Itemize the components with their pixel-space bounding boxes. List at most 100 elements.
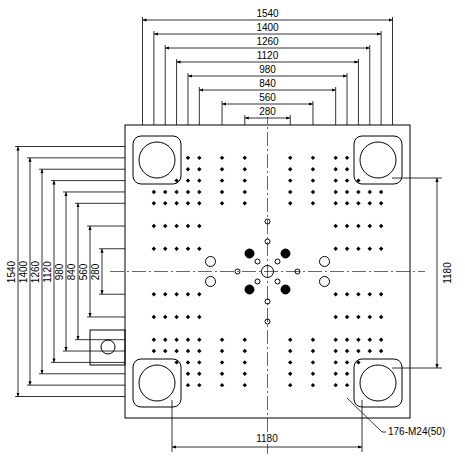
callout-label: 176-M24(50) [387, 427, 446, 437]
tapped-hole [368, 190, 372, 194]
dimension-line [143, 20, 393, 21]
tapped-hole [163, 190, 167, 194]
tapped-hole [220, 383, 224, 387]
extension-line [187, 73, 188, 125]
tapped-hole [368, 349, 372, 353]
tapped-hole [356, 315, 360, 319]
dimension-label: 560 [258, 93, 277, 103]
tapped-hole [288, 190, 292, 194]
tapped-hole [288, 201, 292, 205]
extension-line [15, 396, 125, 397]
tapped-hole [311, 349, 315, 353]
locating-ring-hole [262, 266, 274, 278]
extension-line [39, 373, 125, 374]
tapped-hole [333, 372, 337, 376]
tapped-hole [379, 224, 383, 228]
tapped-hole [220, 190, 224, 194]
tapped-hole [288, 178, 292, 182]
tapped-hole [333, 247, 337, 251]
tapped-hole [333, 178, 337, 182]
tapped-hole [333, 292, 337, 296]
extension-line [87, 316, 125, 317]
tapped-hole [288, 337, 292, 341]
extension-line [63, 351, 125, 352]
tapped-hole [174, 224, 178, 228]
tapped-hole [163, 349, 167, 353]
tapped-hole [152, 190, 156, 194]
dimension-label: 1260 [31, 259, 41, 283]
tapped-hole [163, 292, 167, 296]
tapped-hole [186, 190, 190, 194]
tapped-hole [288, 372, 292, 376]
tapped-hole [197, 337, 201, 341]
tapped-hole [311, 383, 315, 387]
tapped-hole [333, 349, 337, 353]
tapped-hole [356, 247, 360, 251]
extension-line [75, 339, 125, 340]
tapped-hole [311, 190, 315, 194]
dimension-label: 1540 [255, 9, 279, 19]
tapped-hole [186, 224, 190, 228]
tapped-hole [197, 247, 201, 251]
tapped-hole [243, 360, 247, 364]
tapped-hole [163, 315, 167, 319]
small-hole [265, 319, 270, 324]
tapped-hole [345, 383, 349, 387]
tapped-hole [345, 372, 349, 376]
extension-line [27, 157, 125, 158]
dimension-line [154, 34, 381, 35]
extension-line [27, 385, 125, 386]
tapped-hole [243, 337, 247, 341]
tapped-hole [356, 360, 360, 364]
extension-line [392, 17, 393, 125]
small-hole [255, 259, 260, 264]
tapped-hole [220, 360, 224, 364]
tapped-hole [197, 372, 201, 376]
extension-line [199, 87, 200, 125]
ejector-rod-hole [206, 257, 216, 267]
extension-line [39, 169, 125, 170]
tapped-hole [243, 190, 247, 194]
center-line [267, 110, 268, 455]
leader-line [347, 398, 382, 432]
extension-line [392, 178, 442, 179]
tapped-hole [368, 337, 372, 341]
tapped-hole [197, 349, 201, 353]
extension-line [222, 101, 223, 125]
tapped-hole [152, 292, 156, 296]
tapped-hole [345, 337, 349, 341]
tapped-hole [220, 349, 224, 353]
tapped-hole [243, 156, 247, 160]
tie-bar [139, 365, 175, 401]
tapped-hole [356, 178, 360, 182]
tapped-hole [186, 178, 190, 182]
tapped-hole [220, 156, 224, 160]
extension-line [290, 115, 291, 125]
tapped-hole [288, 349, 292, 353]
tapped-hole [368, 292, 372, 296]
dimension-label: 1180 [443, 261, 453, 285]
tapped-hole [379, 292, 383, 296]
tapped-hole [163, 247, 167, 251]
ejector-rod-hole [320, 257, 330, 267]
small-hole [265, 299, 270, 304]
tapped-hole [220, 167, 224, 171]
tapped-hole [311, 360, 315, 364]
dimension-label: 840 [258, 79, 277, 89]
tapped-hole [345, 167, 349, 171]
tapped-hole [174, 360, 178, 364]
tapped-hole [243, 349, 247, 353]
tapped-hole [174, 292, 178, 296]
tapped-hole [243, 201, 247, 205]
dimension-line [188, 76, 347, 77]
tapped-hole [333, 156, 337, 160]
tapped-hole [174, 315, 178, 319]
ejector-hole [281, 285, 290, 294]
extension-line [165, 45, 166, 125]
tie-bar [139, 142, 175, 178]
tapped-hole [288, 156, 292, 160]
tapped-hole [186, 372, 190, 376]
tapped-hole [356, 190, 360, 194]
tapped-hole [379, 315, 383, 319]
dimension-line [102, 249, 103, 294]
